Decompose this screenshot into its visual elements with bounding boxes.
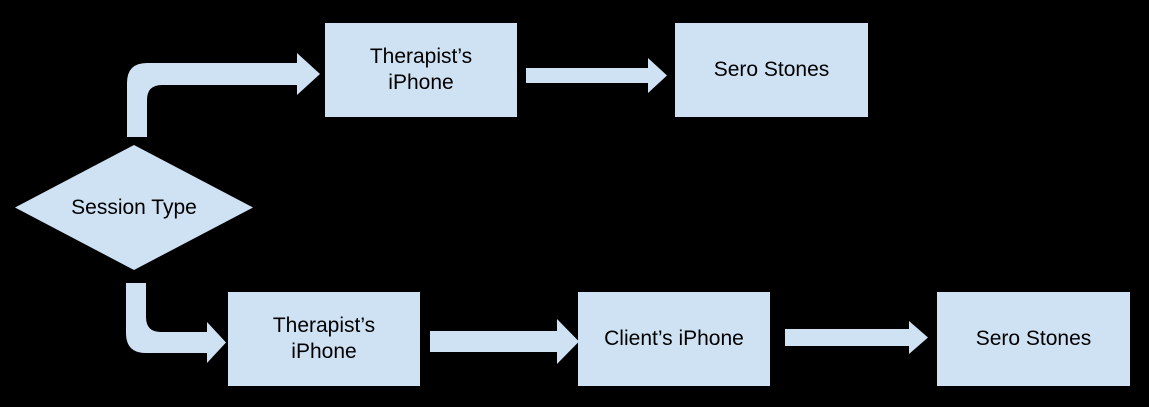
process-node-label: Client’s iPhone <box>604 327 744 350</box>
elbow-arrow-decision-to-top-therapist <box>127 53 320 137</box>
elbow-arrow-decision-to-bottom-therapist <box>126 283 226 363</box>
process-node-label: Sero Stones <box>713 58 830 81</box>
process-node-label: Sero Stones <box>975 327 1092 350</box>
process-node-client-iphone: Client’s iPhone <box>578 292 770 386</box>
arrow-bottom-therapist-to-client <box>430 319 579 364</box>
arrow-client-to-bottom-sero <box>785 321 928 354</box>
process-node-label: Therapist’s iPhone <box>369 45 473 94</box>
process-node-top-therapist-iphone: Therapist’s iPhone <box>325 23 517 117</box>
process-node-top-sero-stones: Sero Stones <box>675 23 868 117</box>
process-node-bottom-therapist-iphone: Therapist’s iPhone <box>228 292 420 386</box>
process-node-label: Therapist’s iPhone <box>272 314 376 363</box>
arrow-top-therapist-to-sero <box>526 58 667 93</box>
decision-node-label: Session Type <box>71 195 197 219</box>
process-node-bottom-sero-stones: Sero Stones <box>937 292 1130 386</box>
